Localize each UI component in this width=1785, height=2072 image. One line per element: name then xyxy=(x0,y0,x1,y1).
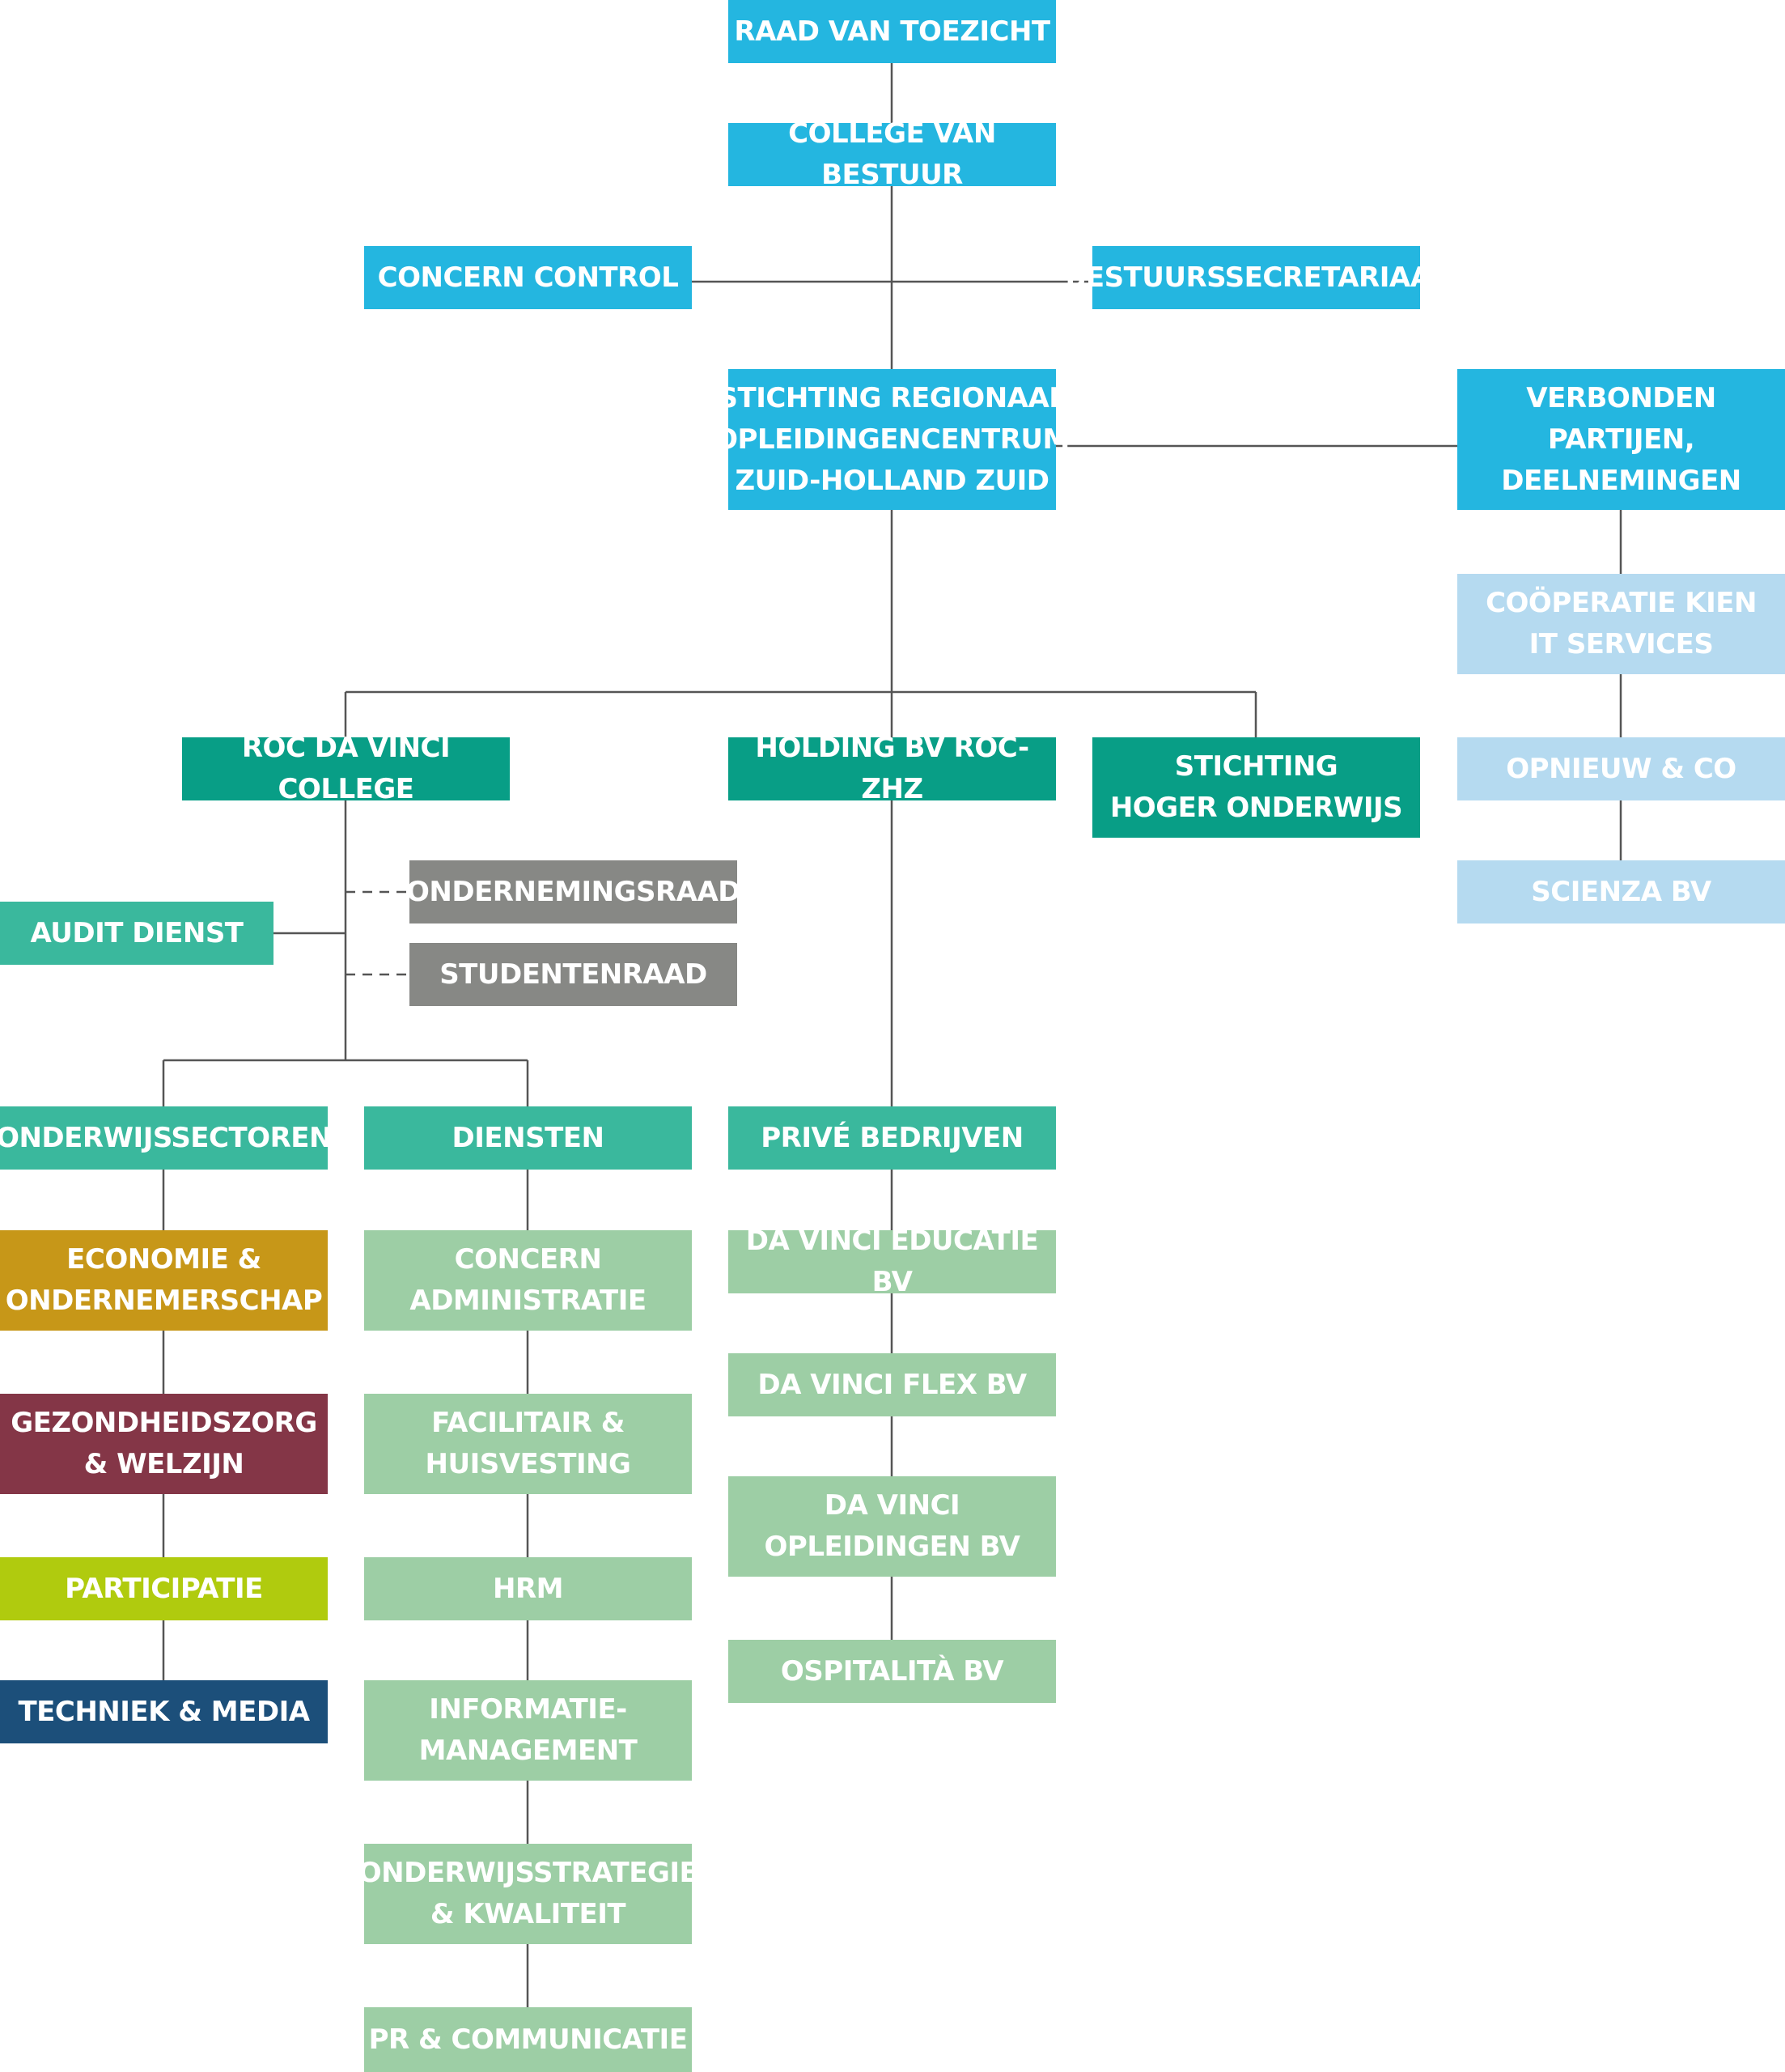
node-college-van-bestuur: COLLEGE VAN BESTUUR xyxy=(728,117,1056,191)
node-diensten: DIENSTEN xyxy=(364,1106,692,1170)
node-pr-communicatie: PR & COMMUNICATIE xyxy=(364,2007,692,2072)
node-cooperatie-kien: COÖPERATIE KIEN IT SERVICES xyxy=(1457,574,1785,674)
node-economie: ECONOMIE & ONDERNEMERSCHAP xyxy=(0,1230,328,1331)
node-ospitalita: OSPITALITÀ BV xyxy=(728,1640,1056,1703)
node-stichting-hoger-onderwijs: STICHTING HOGER ONDERWIJS xyxy=(1092,737,1420,838)
node-da-vinci-opleidingen: DA VINCI OPLEIDINGEN BV xyxy=(728,1476,1056,1577)
node-scienza-bv: SCIENZA BV xyxy=(1457,860,1785,923)
node-roc-da-vinci-college: ROC DA VINCI COLLEGE xyxy=(182,732,510,805)
node-gezondheidszorg: GEZONDHEIDSZORG & WELZIJN xyxy=(0,1394,328,1494)
node-concern-administratie: CONCERN ADMINISTRATIE xyxy=(364,1230,692,1331)
node-hrm: HRM xyxy=(364,1557,692,1620)
node-da-vinci-flex: DA VINCI FLEX BV xyxy=(728,1353,1056,1416)
node-onderwijsstrategie: ONDERWIJSSTRATEGIE & KWALITEIT xyxy=(358,1844,698,1944)
node-facilitair: FACILITAIR & HUISVESTING xyxy=(364,1394,692,1494)
node-ondernemingsraad: ONDERNEMINGSRAAD xyxy=(406,860,741,923)
node-opnieuw-en-co: OPNIEUW & CO xyxy=(1457,737,1785,800)
node-onderwijssectoren: ONDERWIJSSECTOREN xyxy=(0,1106,332,1170)
node-audit-dienst: AUDIT DIENST xyxy=(0,902,273,965)
node-techniek-media: TECHNIEK & MEDIA xyxy=(0,1680,328,1743)
node-studentenraad: STUDENTENRAAD xyxy=(409,943,737,1006)
node-informatiemanagement: INFORMATIE- MANAGEMENT xyxy=(364,1680,692,1781)
node-holding-bv: HOLDING BV ROC-ZHZ xyxy=(728,732,1056,805)
node-verbonden-partijen: VERBONDEN PARTIJEN, DEELNEMINGEN xyxy=(1457,369,1785,510)
node-prive-bedrijven: PRIVÉ BEDRIJVEN xyxy=(728,1106,1056,1170)
node-stichting-roc: STICHTING REGIONAAL OPLEIDINGENCENTRUM Z… xyxy=(714,369,1070,510)
node-da-vinci-educatie: DA VINCI EDUCATIE BV xyxy=(728,1225,1056,1298)
node-concern-control: CONCERN CONTROL xyxy=(364,246,692,309)
node-participatie: PARTICIPATIE xyxy=(0,1557,328,1620)
node-raad-van-toezicht: RAAD VAN TOEZICHT xyxy=(728,0,1056,63)
node-bestuurssecretariaat: BESTUURSSECRETARIAAT xyxy=(1065,246,1448,309)
